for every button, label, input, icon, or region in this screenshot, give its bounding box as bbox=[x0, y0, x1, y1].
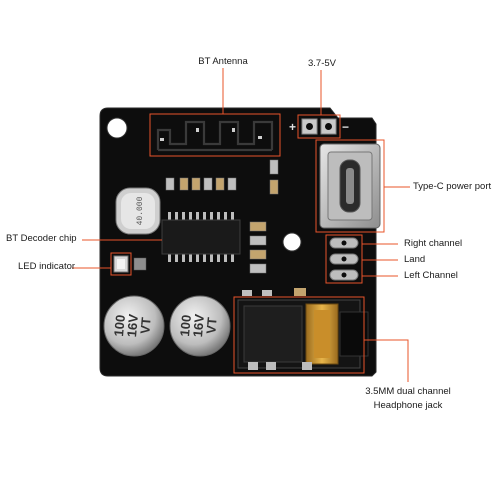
cap1-line1: 100 bbox=[111, 314, 128, 337]
cap1-line2: 16V bbox=[124, 313, 141, 338]
callout-box-led bbox=[110, 252, 132, 276]
bt-decoder-chip bbox=[161, 212, 241, 262]
label-headphone-jack-line1: 3.5MM dual channel bbox=[365, 386, 451, 397]
callout-box-power bbox=[297, 114, 341, 139]
plus-marking: + bbox=[289, 120, 296, 134]
crystal-oscillator bbox=[115, 187, 161, 235]
callout-box-audio bbox=[325, 234, 363, 284]
label-led-indicator: LED indicator bbox=[18, 261, 76, 272]
label-bt-antenna: BT Antenna bbox=[198, 56, 248, 67]
smd-components bbox=[133, 159, 306, 296]
capacitor-2 bbox=[169, 295, 231, 357]
label-bt-decoder-chip: BT Decoder chip bbox=[6, 233, 77, 244]
label-right-channel: Right channel bbox=[404, 238, 463, 249]
type-c-port bbox=[319, 143, 381, 229]
label-left-channel: Left Channel bbox=[404, 270, 458, 281]
minus-marking: − bbox=[342, 120, 349, 134]
crystal-marking: 40.000 bbox=[136, 196, 145, 225]
capacitor-1 bbox=[103, 295, 165, 357]
label-type-c-port: Type-C power port bbox=[413, 181, 492, 192]
cap2-line3: VT bbox=[203, 317, 219, 335]
led-indicator bbox=[113, 255, 129, 273]
label-power-input: 3.7-5V bbox=[308, 58, 336, 69]
cap2-line2: 16V bbox=[190, 313, 207, 338]
cap1-line3: VT bbox=[137, 317, 153, 335]
callout-box-antenna bbox=[149, 113, 281, 157]
mounting-holes bbox=[106, 117, 302, 252]
label-headphone-jack-line2: Headphone jack bbox=[373, 400, 443, 411]
callout-box-jack bbox=[233, 296, 365, 374]
antenna-silkscreen bbox=[160, 128, 262, 141]
power-pads bbox=[301, 118, 337, 135]
line-jack bbox=[364, 339, 409, 382]
bt-antenna-trace bbox=[156, 120, 274, 152]
cap2-line1: 100 bbox=[177, 314, 194, 337]
label-land: Land bbox=[404, 254, 426, 265]
headphone-jack bbox=[237, 299, 369, 370]
callout-box-typec bbox=[315, 139, 385, 233]
